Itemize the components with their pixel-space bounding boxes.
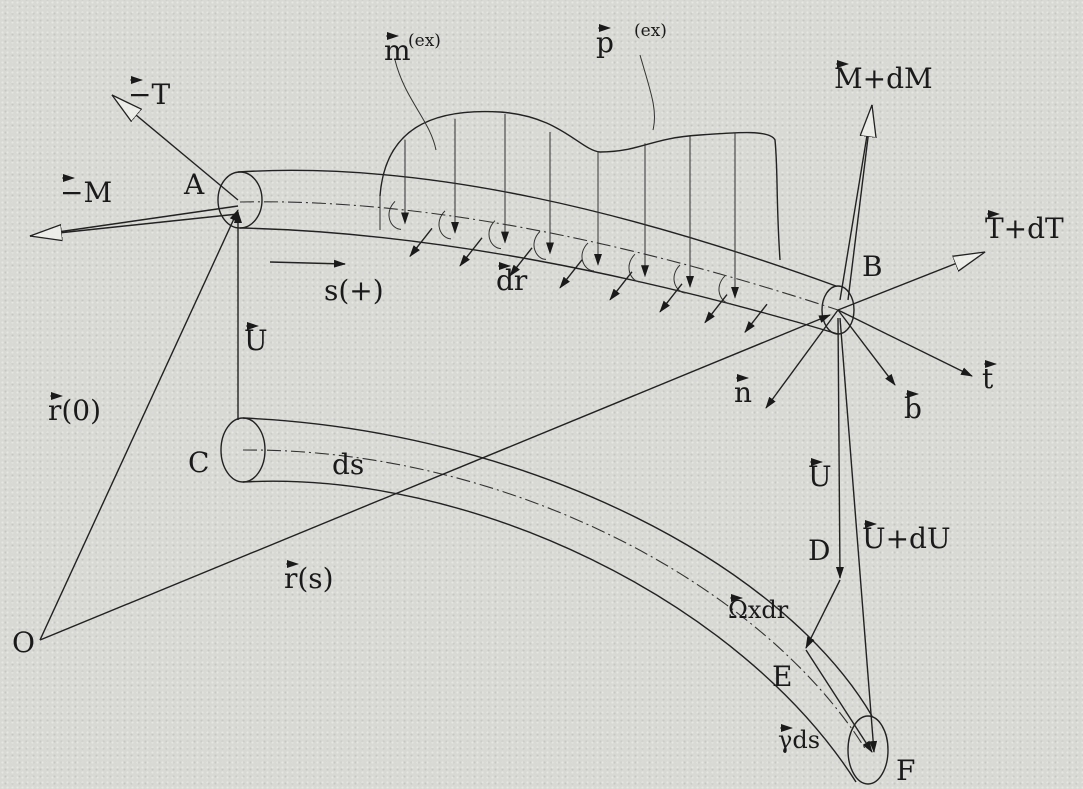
r0-vector [39,209,239,641]
beam-top-edge [237,169,837,287]
moment-curl [581,242,595,272]
label-t: t [982,362,994,395]
upper-beam [217,169,855,335]
label-D: D [808,534,830,567]
lower-beam-bottom-edge [242,480,857,783]
load-envelope [379,110,781,261]
moment-curl [488,220,502,250]
m-ex-leader [394,59,437,151]
minus-M-shaft-1 [29,205,239,237]
cross-section-A [217,171,263,229]
omega-cross-dr [805,579,841,649]
label-m: m [384,34,411,67]
label-minus-M: −M [60,176,112,209]
label-s-plus: s(+) [324,274,384,307]
b-vector [837,309,896,386]
label-E: E [772,660,792,693]
vectors [39,209,878,753]
moment-arrow [609,271,633,301]
p-ex-leader [639,54,656,131]
lower-beam [220,417,889,785]
label-minus-T: −T [128,78,170,111]
moment-curl [388,200,402,230]
label-b: b [904,392,922,425]
label-p-sup: (ex) [634,21,667,41]
lower-beam-top-edge [242,417,873,717]
moment-arrow [744,303,768,333]
T-plus-dT-arrow [837,251,985,311]
moment-arrow [509,247,533,277]
moment-arrow [704,294,728,324]
end-B-loads [765,105,985,409]
moment-curl [533,231,547,260]
label-ds: ds [332,448,364,481]
load-arrows [401,114,739,299]
label-F: F [896,754,915,787]
distributed-force-p [379,54,781,333]
moment-arrow [409,227,433,258]
label-dr: dr [496,264,528,297]
moment-arrow [459,237,483,267]
moment-curl [673,264,687,294]
beam-centerline [239,201,839,311]
s-direction-arrow [269,259,346,268]
t-vector [837,309,973,377]
lower-beam-centerline [242,449,867,751]
moment-arrow [659,283,683,313]
label-omega-x-dr: Ωxdr [728,596,789,624]
label-r0: r(0) [48,394,101,427]
rs-vector [39,314,831,641]
U-vector-B [835,317,844,579]
moment-curl [628,253,642,283]
label-m-sup: (ex) [408,31,441,51]
label-gamma-ds: γds [778,726,820,754]
label-O: O [12,626,35,659]
label-U-plus-dU: U+dU [862,522,951,555]
label-A: A [183,168,205,201]
moment-curl [718,275,732,305]
vector-overbars [50,24,1000,732]
gamma-ds-vector [805,649,873,753]
n-vector [765,309,839,409]
label-U-right: U [808,460,832,493]
label-rs: r(s) [284,562,334,595]
label-p: p [596,26,614,59]
beam-bottom-edge [239,227,839,335]
U-plus-dU-vector [839,317,878,753]
label-U-left: U [244,324,268,357]
label-B: B [862,250,883,283]
labels: A B C D E F O −T −M m (ex) p (ex) M+dM T… [12,21,1064,787]
label-M-plus-dM: M+dM [834,62,933,95]
label-n: n [734,376,752,409]
label-T-plus-dT: T+dT [985,212,1064,245]
label-C: C [188,446,209,479]
moment-arrows [388,200,768,333]
moment-arrow [559,259,583,289]
cross-section-F [847,715,889,785]
end-A-loads [29,95,239,237]
minus-M-arrow [30,213,239,236]
M-plus-dM-arrow [847,105,872,301]
moment-curl [438,210,452,240]
minus-T-arrow [112,95,239,201]
